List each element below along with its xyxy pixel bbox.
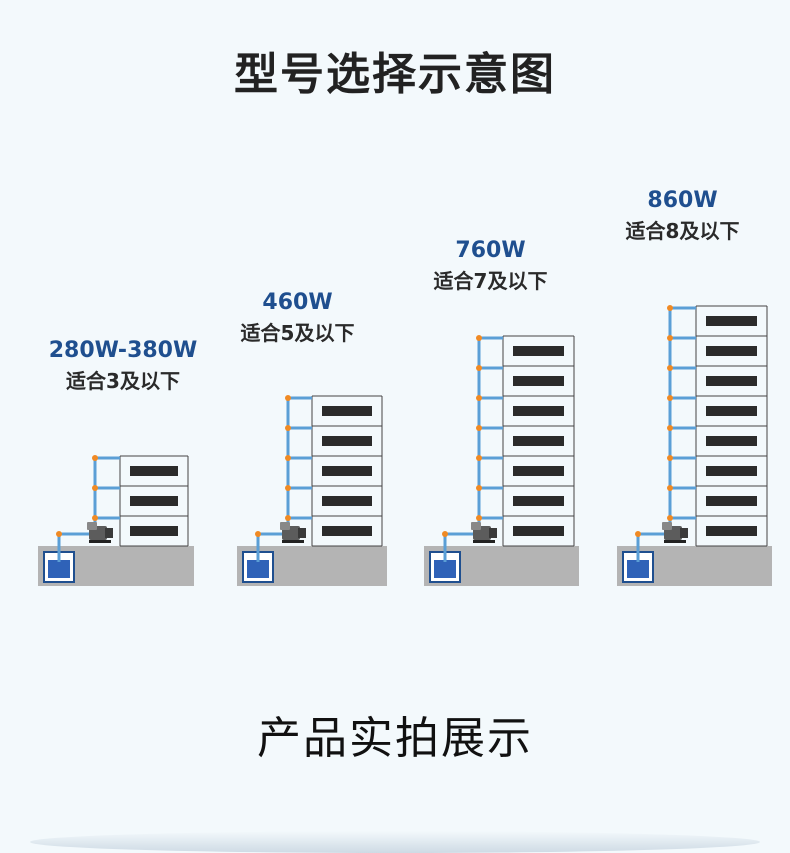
pipe-joint xyxy=(667,485,673,491)
window xyxy=(130,466,178,476)
model-wattage: 860W xyxy=(647,188,718,213)
pipe-joint xyxy=(285,515,291,521)
pipe-joint xyxy=(255,531,261,537)
pipe-joint xyxy=(635,531,641,537)
model-floors: 适合5及以下 xyxy=(240,321,355,345)
pump-icon xyxy=(680,528,688,538)
pump-icon xyxy=(105,528,113,538)
pump-icon xyxy=(664,540,686,543)
pipe-joint xyxy=(442,531,448,537)
window xyxy=(706,466,757,476)
window xyxy=(513,406,564,416)
pump-icon xyxy=(473,540,495,543)
window xyxy=(322,496,372,506)
pipe-joint xyxy=(667,305,673,311)
tank-water xyxy=(627,560,649,578)
pipe-joint xyxy=(476,455,482,461)
window xyxy=(322,436,372,446)
tank-water xyxy=(247,560,269,578)
pipe-joint xyxy=(476,365,482,371)
pipe-joint xyxy=(92,455,98,461)
model-label-760w: 760W 适合7及以下 xyxy=(418,236,563,296)
tank-water xyxy=(48,560,70,578)
window xyxy=(706,316,757,326)
pipe-joint xyxy=(92,515,98,521)
pump-icon xyxy=(298,528,306,538)
pipe-joint xyxy=(667,335,673,341)
pipe-joint xyxy=(667,455,673,461)
pipe-joint xyxy=(476,485,482,491)
pump-icon xyxy=(280,522,290,530)
bottom-shadow xyxy=(30,831,760,853)
model-wattage: 280W-380W xyxy=(48,338,198,363)
pipe-joint xyxy=(92,485,98,491)
section-title-product-photos: 产品实拍展示 xyxy=(257,713,533,764)
model-label-860w: 860W 适合8及以下 xyxy=(610,186,755,246)
page-title: 型号选择示意图 xyxy=(234,49,556,100)
window xyxy=(513,346,564,356)
pump-icon xyxy=(87,522,97,530)
window xyxy=(513,526,564,536)
pipe-joint xyxy=(667,425,673,431)
window xyxy=(706,436,757,446)
pipe-joint xyxy=(476,395,482,401)
pump-icon xyxy=(662,522,672,530)
pipe-joint xyxy=(667,515,673,521)
pipe-joint xyxy=(476,425,482,431)
window xyxy=(130,496,178,506)
model-wattage: 760W xyxy=(455,238,526,263)
pipe-joint xyxy=(285,485,291,491)
window xyxy=(706,406,757,416)
pump-icon xyxy=(471,522,481,530)
tank-water xyxy=(434,560,456,578)
model-wattage: 460W xyxy=(262,290,333,315)
pump-icon xyxy=(489,528,497,538)
pump-icon xyxy=(89,540,111,543)
pipe-joint xyxy=(285,455,291,461)
pipe-joint xyxy=(667,395,673,401)
window xyxy=(513,436,564,446)
pump-icon xyxy=(282,540,304,543)
window xyxy=(322,466,372,476)
window xyxy=(322,526,372,536)
window xyxy=(322,406,372,416)
window xyxy=(706,526,757,536)
window xyxy=(513,496,564,506)
window xyxy=(130,526,178,536)
pipe-joint xyxy=(285,425,291,431)
model-label-280w: 280W-380W 适合3及以下 xyxy=(38,336,208,396)
window xyxy=(706,376,757,386)
pipe-joint xyxy=(667,365,673,371)
pipe-joint xyxy=(56,531,62,537)
window xyxy=(706,346,757,356)
model-floors: 适合7及以下 xyxy=(433,269,548,293)
model-floors: 适合8及以下 xyxy=(625,219,740,243)
pipe-joint xyxy=(285,395,291,401)
window xyxy=(706,496,757,506)
model-floors: 适合3及以下 xyxy=(66,369,180,393)
window xyxy=(513,466,564,476)
pipe-joint xyxy=(476,515,482,521)
pipe-joint xyxy=(476,335,482,341)
window xyxy=(513,376,564,386)
model-label-460w: 460W 适合5及以下 xyxy=(225,288,370,348)
